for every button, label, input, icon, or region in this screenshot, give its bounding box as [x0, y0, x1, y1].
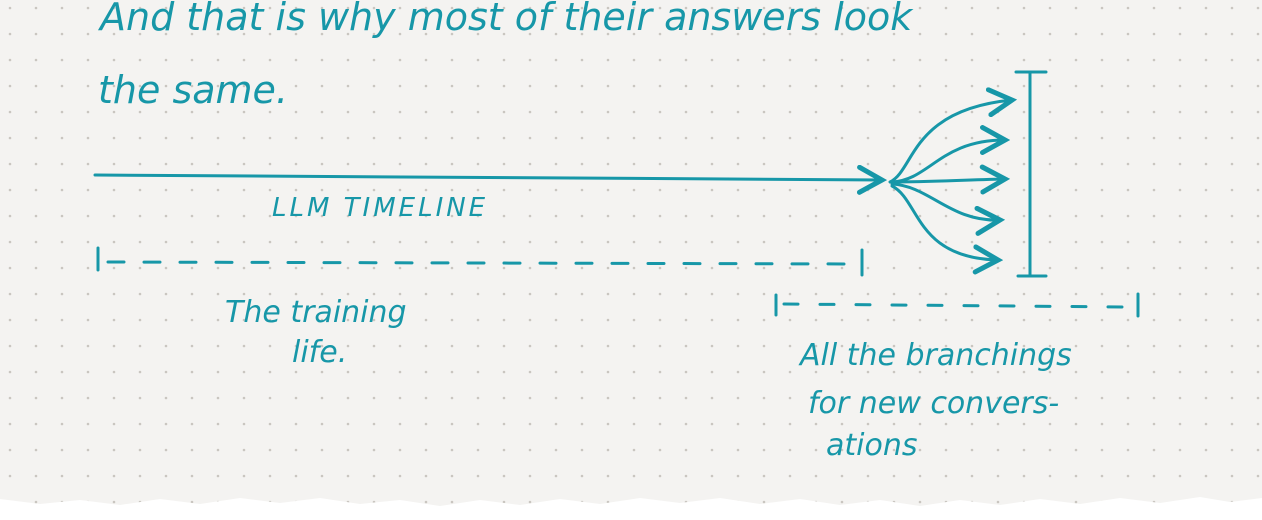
- dot-grid: [0, 0, 1262, 506]
- training-span-bracket: [96, 246, 864, 277]
- branch-label-line1: All the branchings: [798, 338, 1072, 373]
- note-top-line: And that is why most of their answers lo…: [97, 0, 914, 39]
- timeline-arrow: [93, 175, 882, 180]
- training-label-line2: life.: [292, 335, 347, 370]
- branch-arrow: [890, 184, 998, 260]
- branch-label-line2: for new convers-: [808, 386, 1059, 421]
- branch-arrow: [890, 182, 1000, 220]
- branch-arrow: [888, 100, 1012, 184]
- note-second-line: the same.: [98, 68, 288, 112]
- training-label-line1: The training: [225, 295, 407, 330]
- branching-arrows: [888, 100, 1012, 260]
- branches-bracket: [1014, 70, 1048, 278]
- branching-span-bracket: [774, 292, 1140, 318]
- branch-label-line3: ations: [826, 428, 917, 463]
- timeline-label: LLM TIMELINE: [272, 193, 488, 223]
- branch-arrow: [890, 140, 1005, 184]
- branch-arrow: [890, 179, 1005, 182]
